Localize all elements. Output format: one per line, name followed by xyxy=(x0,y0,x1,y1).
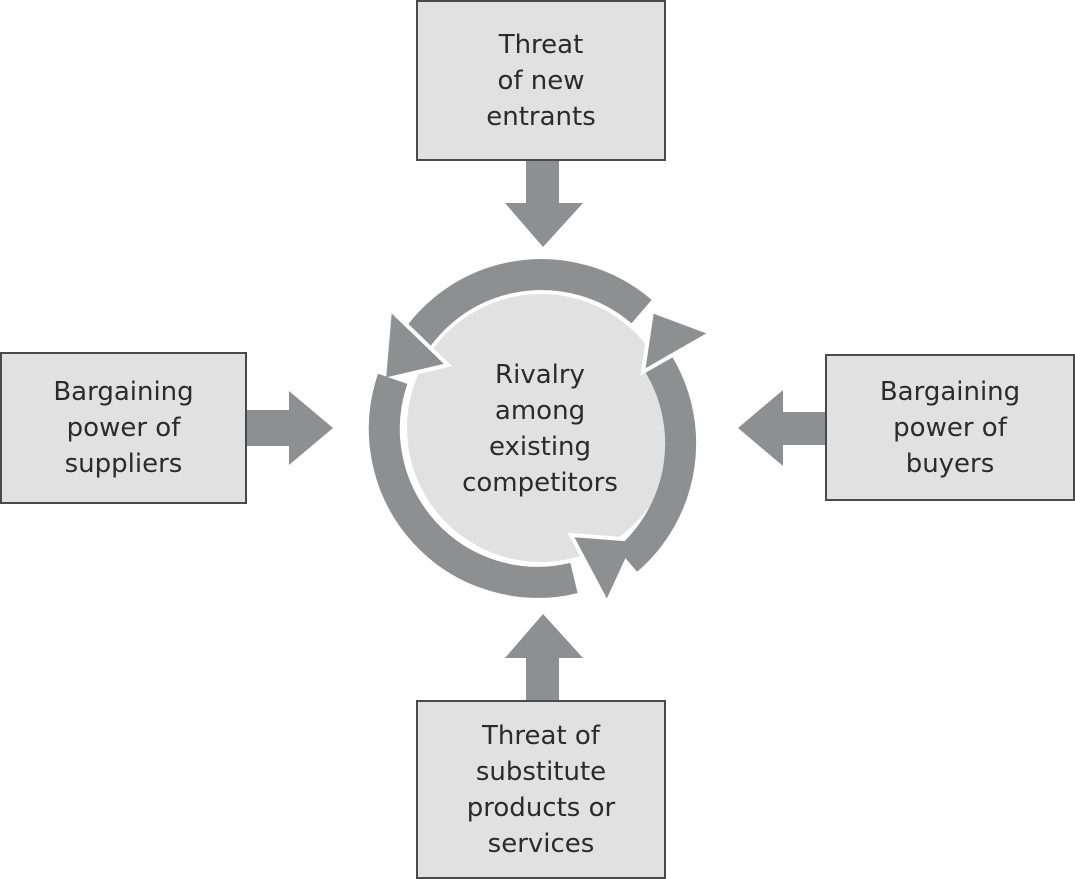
force-label-line: products or xyxy=(466,792,616,823)
center-label-rivalry: Rivalry among existing competitors xyxy=(430,349,650,509)
arrow-from-top xyxy=(505,161,583,247)
force-label-line: suppliers xyxy=(64,449,183,479)
force-box-substitutes: Threat of substitute products or service… xyxy=(416,700,666,879)
force-label-line: power of xyxy=(66,413,181,443)
force-label-line: entrants xyxy=(486,101,596,132)
force-label-line: power of xyxy=(893,412,1007,443)
center-label-line: competitors xyxy=(462,468,618,498)
force-label-line: substitute xyxy=(475,756,607,787)
center-label-line: existing xyxy=(488,432,592,462)
force-label-line: of new xyxy=(497,65,585,96)
cycle-arc-top xyxy=(389,259,652,369)
cycle-arrowhead-left xyxy=(381,304,453,383)
arrow-from-bottom xyxy=(505,614,583,700)
arrow-from-left xyxy=(247,391,333,465)
arrow-from-right xyxy=(738,390,825,466)
cycle-arrowhead-top xyxy=(640,308,716,376)
force-box-buyers: Bargaining power of buyers xyxy=(825,354,1075,501)
cycle-arc-left xyxy=(368,373,578,598)
force-label-line: Bargaining xyxy=(53,377,194,407)
center-label-line: Rivalry xyxy=(495,360,585,390)
rivalry-cycle-ring xyxy=(368,259,716,608)
force-label-line: Threat of xyxy=(482,720,600,751)
force-label-line: Threat xyxy=(498,29,584,60)
force-label-line: buyers xyxy=(905,448,995,479)
center-circle xyxy=(407,294,675,562)
cycle-arrowhead-bottom xyxy=(567,532,640,608)
center-label-line: among xyxy=(494,396,586,426)
cycle-arc-right xyxy=(616,351,697,572)
force-label-line: services xyxy=(487,828,595,859)
force-box-new-entrants: Threat of new entrants xyxy=(416,0,666,161)
force-box-suppliers: Bargaining power of suppliers xyxy=(0,352,247,504)
force-label-line: Bargaining xyxy=(879,376,1021,407)
